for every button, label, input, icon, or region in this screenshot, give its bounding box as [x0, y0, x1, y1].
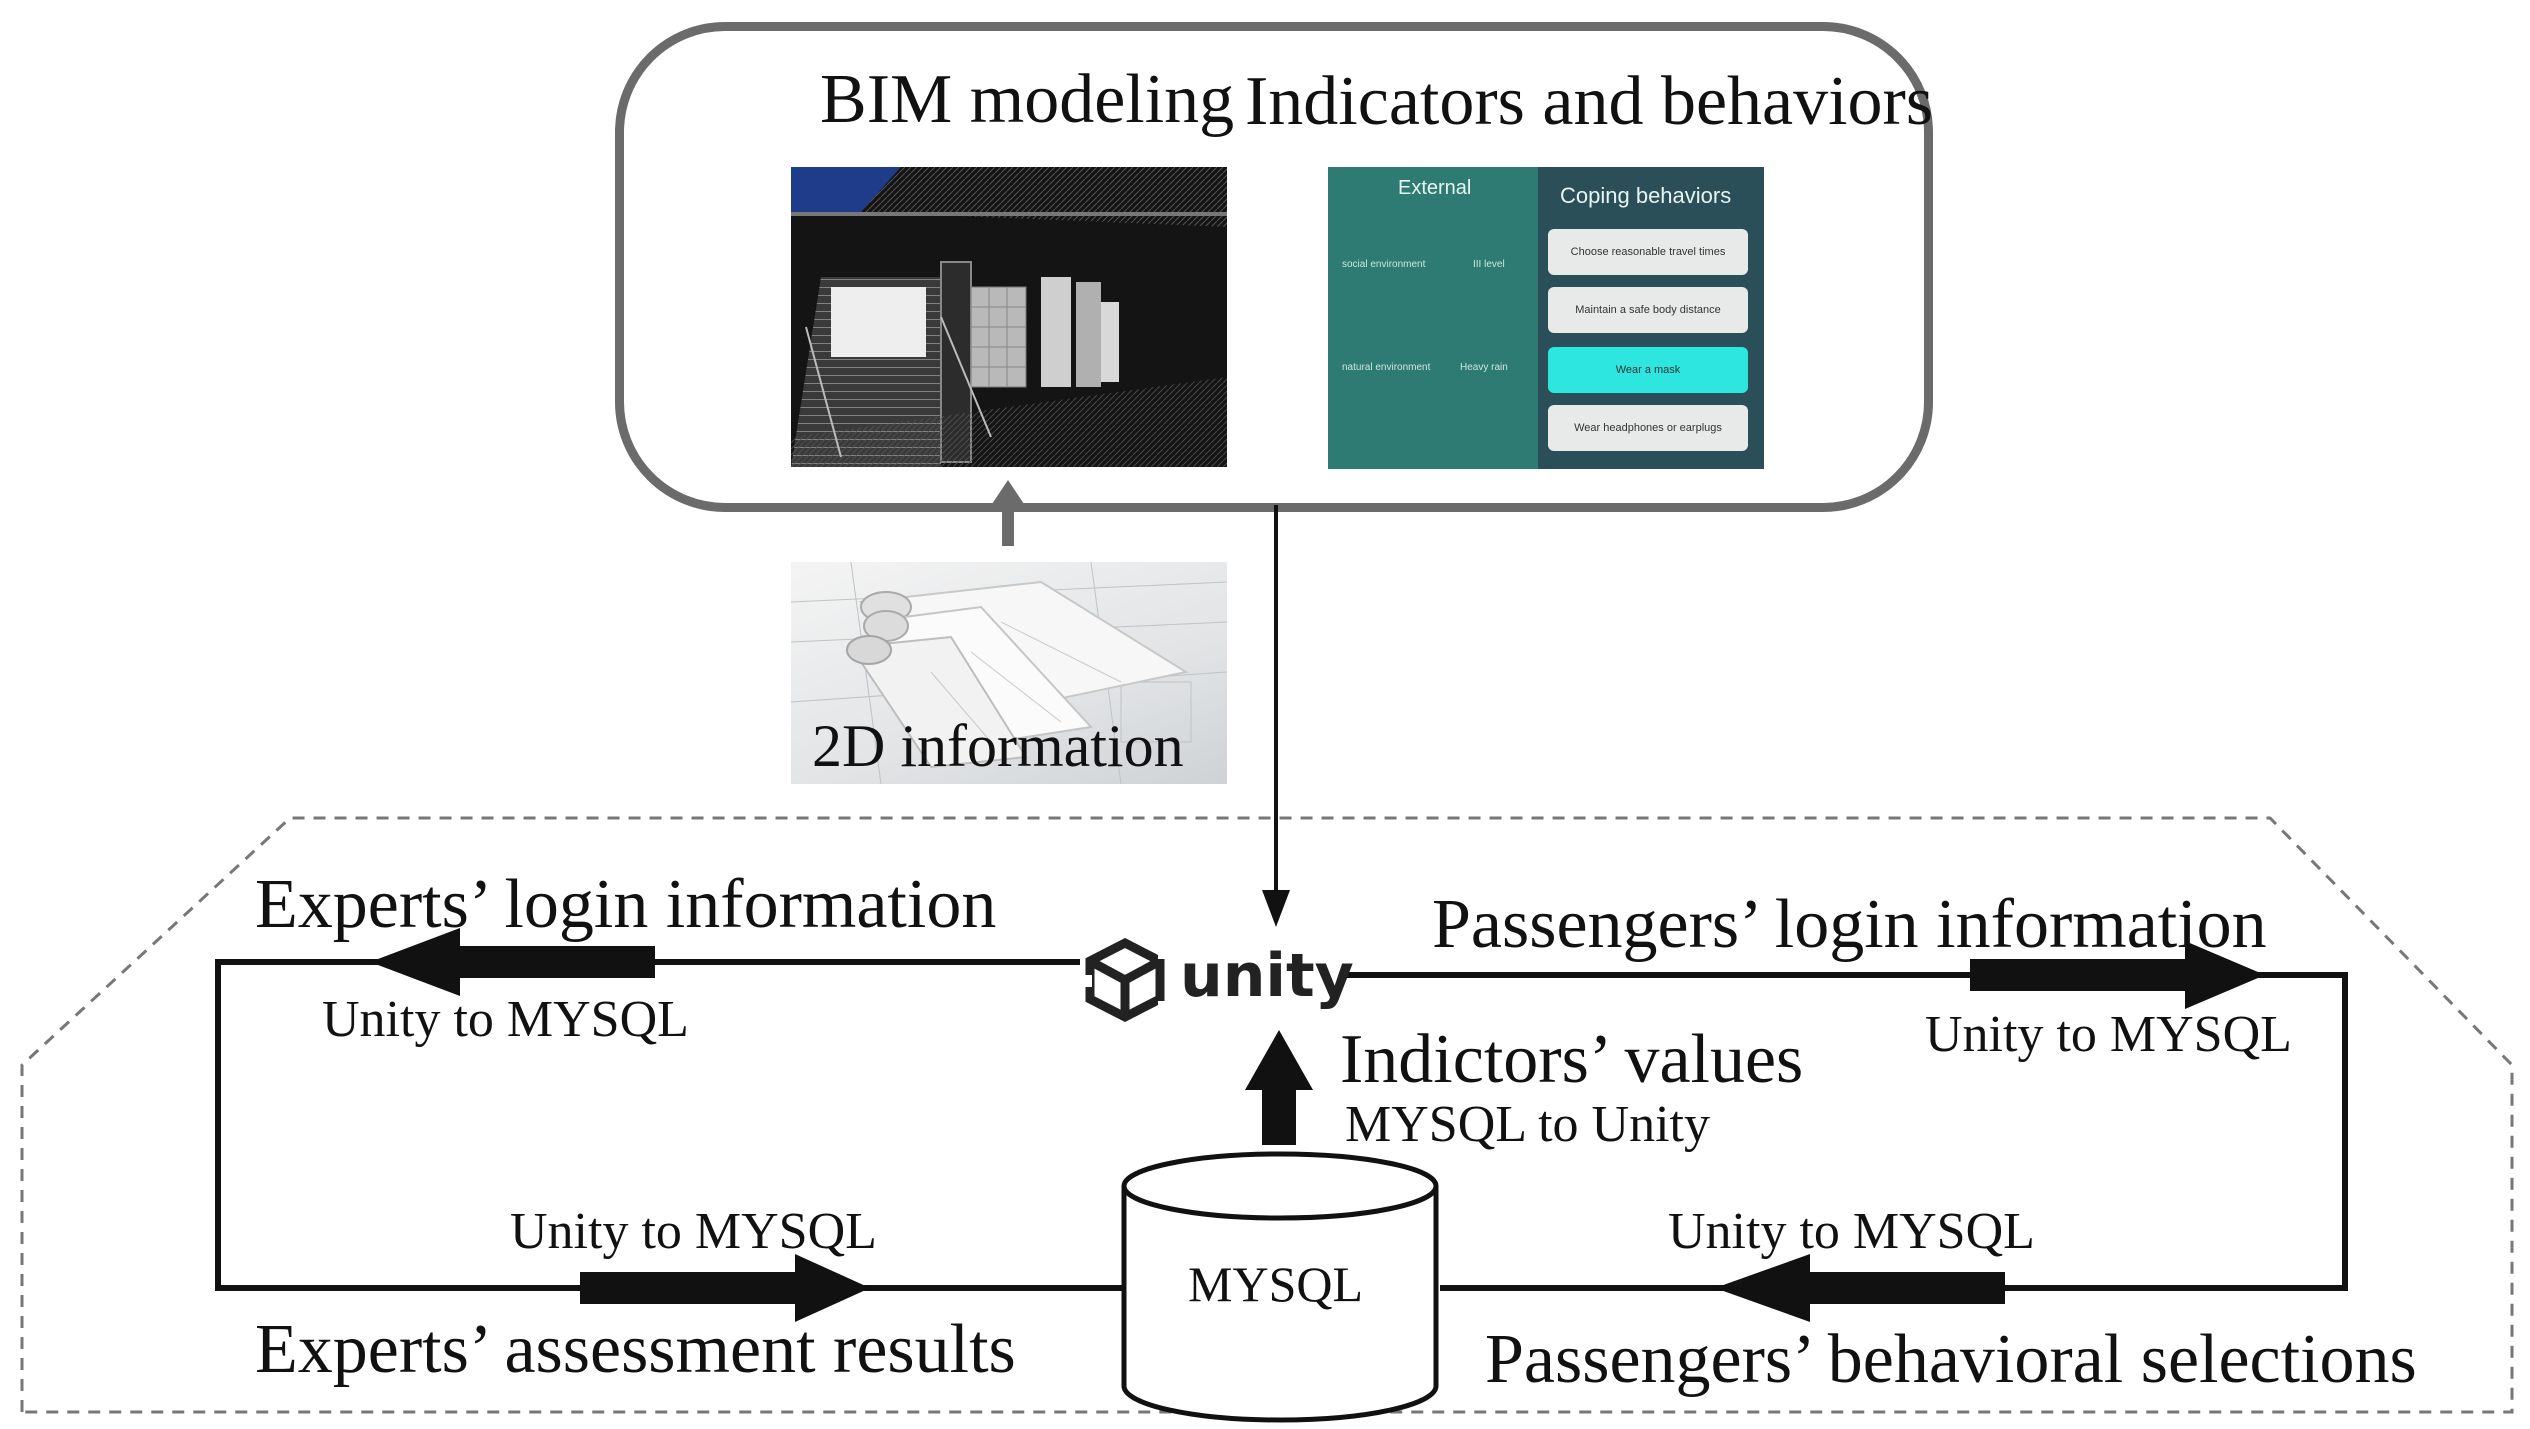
social-environment-label: social environment [1342, 259, 1426, 270]
bim-model-render [791, 167, 1227, 467]
mysql-database-icon [1121, 1151, 1439, 1423]
passengers-behavior-title: Passengers’ behavioral selections [1485, 1321, 2417, 1398]
coping-option-headphones[interactable]: Wear headphones or earplugs [1548, 405, 1748, 451]
upward-arrow-to-bim [992, 480, 1024, 546]
indicators-values-direction: MYSQL to Unity [1345, 1096, 1710, 1153]
mysql-label: MYSQL [1188, 1256, 1364, 1312]
passengers-login-direction: Unity to MYSQL [1925, 1006, 2292, 1063]
passengers-login-arrow [1970, 941, 2265, 1009]
experts-login-arrow [370, 928, 655, 996]
bim-render-graphic [791, 167, 1227, 467]
unity-wordmark: unity [1180, 941, 1354, 1011]
coping-option-travel-times[interactable]: Choose reasonable travel times [1548, 229, 1748, 275]
passengers-behavior-direction: Unity to MYSQL [1668, 1203, 2035, 1260]
experts-login-title: Experts’ login information [255, 866, 997, 943]
bim-modeling-title: BIM modeling [820, 61, 1235, 138]
social-environment-value: III level [1473, 259, 1505, 270]
external-header: External [1398, 177, 1472, 199]
rolled-blueprints-graphic [791, 562, 1227, 784]
natural-environment-value: Heavy rain [1460, 362, 1508, 373]
downward-arrow-to-unity [1262, 505, 1290, 927]
unity-logo-icon [1080, 937, 1170, 1023]
experts-assessment-title: Experts’ assessment results [255, 1311, 1016, 1388]
coping-option-safe-distance[interactable]: Maintain a safe body distance [1548, 287, 1748, 333]
indicators-values-title: Indictors’ values [1340, 1021, 1804, 1098]
indicators-behaviors-title: Indicators and behaviors [1245, 63, 1934, 140]
experts-login-direction: Unity to MYSQL [322, 991, 689, 1048]
blueprint-label: 2D information [812, 713, 1184, 779]
blueprint-image [791, 562, 1227, 784]
experts-assessment-arrow [580, 1254, 870, 1322]
natural-environment-label: natural environment [1342, 362, 1431, 373]
passengers-login-title: Passengers’ login information [1432, 886, 2267, 963]
coping-option-wear-mask[interactable]: Wear a mask [1548, 347, 1748, 393]
unity-logo: unity [1080, 935, 1354, 1025]
coping-behaviors-header: Coping behaviors [1560, 183, 1732, 208]
experts-assessment-direction: Unity to MYSQL [510, 1203, 877, 1260]
passengers-behavior-arrow [1715, 1254, 2005, 1322]
indicators-behaviors-screen: External social environment III level na… [1328, 167, 1764, 469]
indicators-values-arrow [1245, 1030, 1313, 1145]
